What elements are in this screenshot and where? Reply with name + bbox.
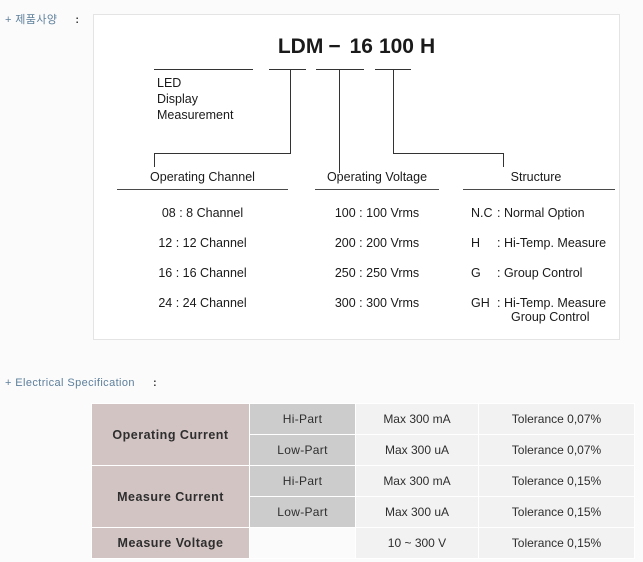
list-item: 12 : 12 Channel: [158, 236, 247, 250]
list-item: 250 : 250 Vrms: [334, 266, 420, 280]
spec-tolerance-cell: Tolerance 0,15%: [478, 465, 635, 497]
underline-prefix: [154, 69, 253, 70]
connector-line-structure: [393, 69, 394, 154]
column-rule-structure: [463, 189, 615, 190]
list-item: H : Hi-Temp. Measure: [453, 220, 619, 250]
electrical-spec-heading-label: + Electrical Specification: [5, 377, 135, 389]
electrical-spec-table: Operating Current Hi-Part Max 300 mA Tol…: [91, 403, 635, 559]
spec-tolerance-cell: Tolerance 0,15%: [478, 496, 635, 528]
spec-part-cell: Hi-Part: [249, 465, 356, 497]
spec-part-cell: Low-Part: [249, 496, 356, 528]
model-voltage-code: 100: [378, 35, 414, 58]
list-item: 200 : 200 Vrms: [334, 236, 420, 250]
table-row: Measure Current Hi-Part Max 300 mA Toler…: [91, 465, 635, 528]
electrical-spec-heading-colon: :: [152, 377, 158, 389]
spec-value-cell: Max 300 uA: [355, 434, 479, 466]
option-column-operating-voltage: Operating Voltage 100 : 100 Vrms 200 : 2…: [301, 170, 453, 310]
underline-channel: [269, 69, 306, 70]
list-item: 100 : 100 Vrms: [334, 206, 420, 220]
structure-desc: : Group Control: [497, 266, 583, 280]
table-row: Low-Part Max 300 uA Tolerance 0,15%: [92, 496, 635, 528]
prefix-caption-line3: Measurement: [157, 108, 234, 122]
underline-voltage: [316, 69, 364, 70]
column-title-operating-channel: Operating Channel: [150, 170, 255, 184]
list-item: 08 : 8 Channel: [161, 206, 244, 220]
structure-desc-line2: Group Control: [511, 310, 590, 324]
list-item: N.C : Normal Option: [453, 190, 619, 220]
option-list-operating-channel: 08 : 8 Channel 12 : 12 Channel 16 : 16 C…: [104, 190, 301, 310]
bracket-arm-structure: [393, 153, 504, 154]
option-column-structure: Structure N.C : Normal Option H : Hi-Tem…: [453, 170, 619, 324]
product-spec-heading-colon: :: [75, 14, 80, 26]
spec-value-cell: Max 300 mA: [355, 403, 479, 435]
column-title-structure: Structure: [510, 170, 562, 184]
column-title-operating-voltage: Operating Voltage: [326, 170, 428, 184]
product-spec-heading-label: + 제품사양: [5, 14, 58, 26]
structure-desc-line1: : Hi-Temp. Measure: [497, 296, 607, 310]
table-row: Measure Voltage 10 ~ 300 V Tolerance 0,1…: [91, 527, 635, 559]
model-dash: −: [328, 35, 341, 58]
list-item: G : Group Control: [453, 250, 619, 280]
bracket-stub-channel: [154, 153, 155, 167]
spec-label-measure-voltage: Measure Voltage: [91, 527, 250, 559]
spec-tolerance-cell: Tolerance 0,07%: [478, 434, 635, 466]
spec-part-cell-empty: [249, 527, 356, 559]
option-list-structure: N.C : Normal Option H : Hi-Temp. Measure…: [453, 190, 619, 324]
spec-label-operating-current: Operating Current: [91, 403, 250, 466]
spec-part-cell: Low-Part: [249, 434, 356, 466]
model-prefix: LDM: [277, 35, 324, 58]
model-channel-code: 16: [349, 35, 373, 58]
option-column-operating-channel: Operating Channel 08 : 8 Channel 12 : 12…: [104, 170, 301, 310]
option-list-operating-voltage: 100 : 100 Vrms 200 : 200 Vrms 250 : 250 …: [301, 190, 453, 310]
spec-label-measure-current: Measure Current: [91, 465, 250, 528]
electrical-spec-heading: + Electrical Specification:: [5, 377, 157, 389]
list-item: 16 : 16 Channel: [158, 266, 247, 280]
spec-tolerance-cell: Tolerance 0,07%: [478, 403, 635, 435]
column-rule-operating-channel: [117, 189, 288, 190]
structure-code: N.C: [471, 206, 493, 220]
structure-desc: : Hi-Temp. Measure: [497, 236, 607, 250]
connector-line-channel: [290, 69, 291, 154]
spec-value-cell: Max 300 uA: [355, 496, 479, 528]
model-structure-code: H: [420, 35, 436, 58]
list-item: 24 : 24 Channel: [158, 296, 247, 310]
spec-value-cell: 10 ~ 300 V: [355, 527, 479, 559]
bracket-arm-channel: [154, 153, 291, 154]
column-rule-operating-voltage: [315, 189, 439, 190]
prefix-caption-line2: Display: [157, 92, 198, 106]
structure-desc: : Normal Option: [497, 206, 585, 220]
spec-value-cell: Max 300 mA: [355, 465, 479, 497]
structure-code: H: [471, 236, 481, 250]
prefix-caption-line1: LED: [157, 76, 182, 90]
list-item: 300 : 300 Vrms: [334, 296, 420, 310]
connector-line-voltage: [339, 69, 340, 173]
spec-tolerance-cell: Tolerance 0,15%: [478, 527, 635, 559]
bracket-stub-structure: [503, 153, 504, 167]
spec-part-cell: Hi-Part: [249, 403, 356, 435]
structure-code: GH: [471, 296, 490, 310]
prefix-caption: LED Display Measurement: [157, 75, 233, 123]
product-spec-heading: + 제품사양:: [5, 11, 79, 27]
structure-code: G: [471, 266, 481, 280]
table-row: Operating Current Hi-Part Max 300 mA Tol…: [91, 403, 635, 466]
